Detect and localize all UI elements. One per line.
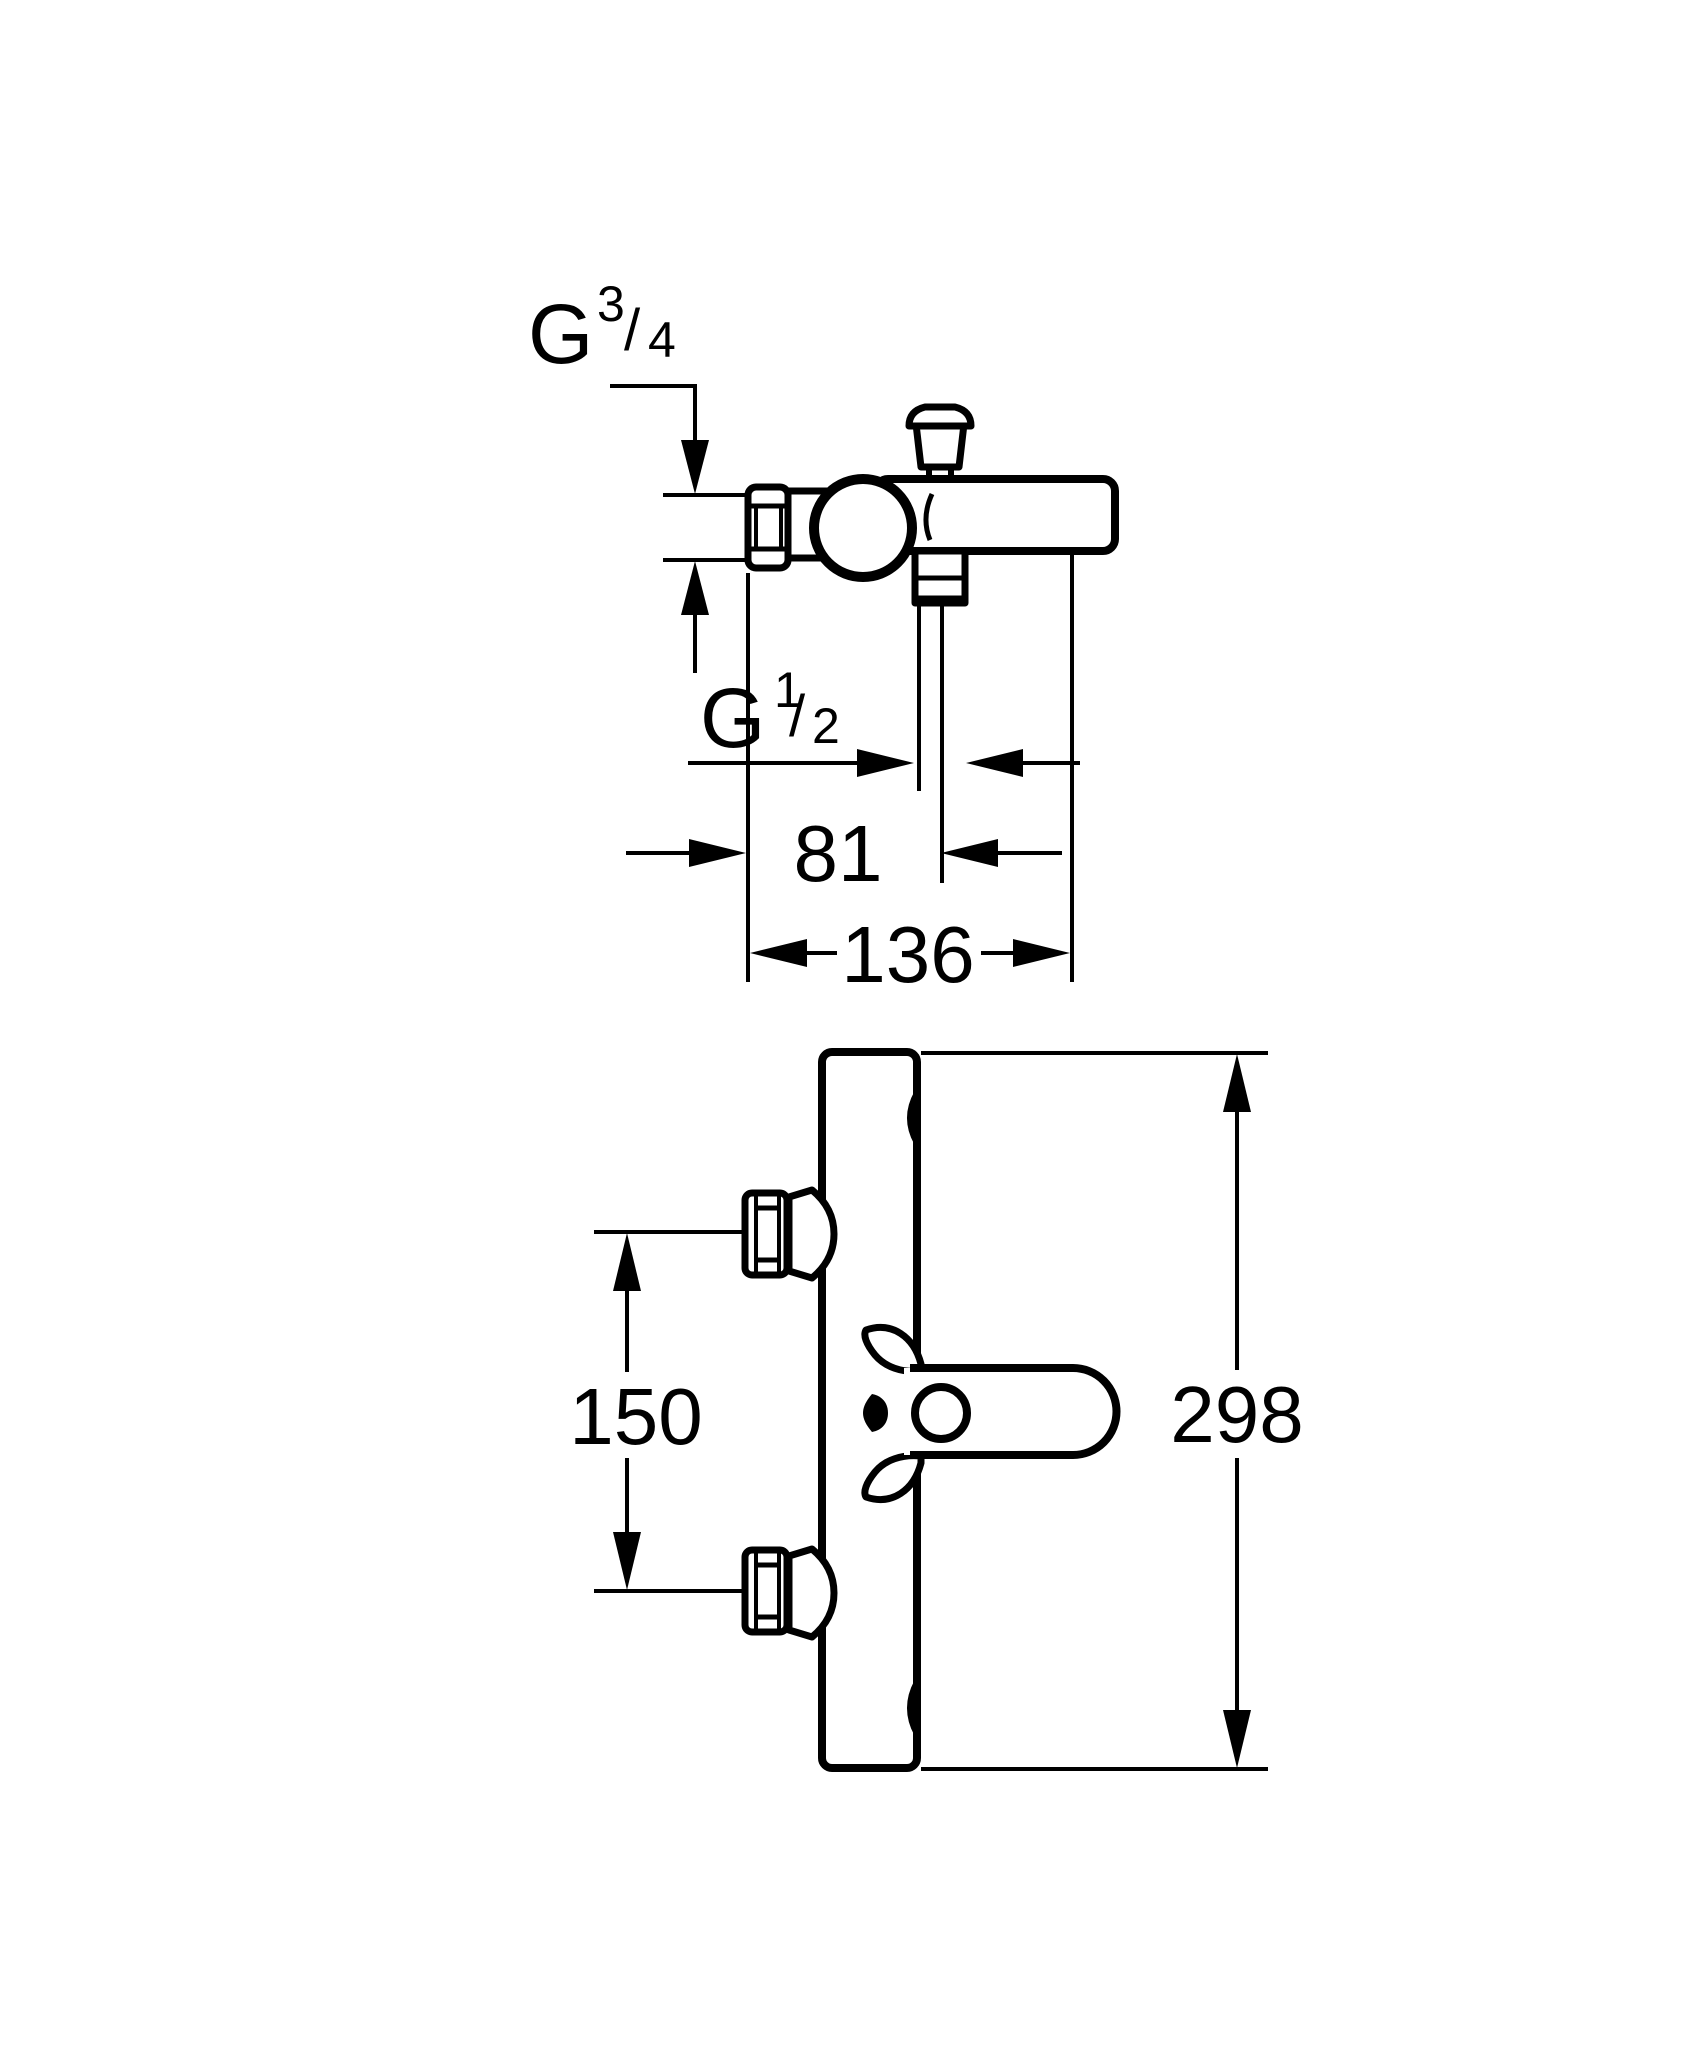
body-shadow-arc [923, 492, 935, 541]
handle-leaf-bottom [861, 1452, 925, 1504]
arrowhead-right [1013, 939, 1070, 967]
dim-136-label: 136 [841, 910, 974, 999]
arrowhead-right [689, 839, 746, 867]
arrowhead-right [857, 749, 914, 777]
front-view-drawing [741, 1048, 1121, 1772]
arrowhead-down [613, 1532, 641, 1590]
lower-inlet-flange [785, 1545, 838, 1641]
handle-loop-outline [910, 1364, 1121, 1459]
diverter-knob-cap [905, 403, 975, 430]
thread-g34-label: G 3 / 4 [528, 276, 676, 381]
g34-leader-line [610, 384, 697, 442]
body-mark-blob [863, 1394, 888, 1432]
dim-150-label: 150 [569, 1372, 702, 1461]
thread-g12-label: G 1 / 2 [700, 662, 840, 765]
dim-298-label: 298 [1170, 1370, 1303, 1459]
arrowhead-up [681, 561, 709, 615]
arrowhead-up [1223, 1054, 1251, 1112]
port-arc-bottom [907, 1680, 920, 1736]
thermostat-knob-circle [809, 474, 917, 582]
arrowhead-left [941, 839, 998, 867]
arrowhead-down [1223, 1710, 1251, 1768]
upper-inlet-flange [785, 1186, 838, 1282]
arrowhead-left [966, 749, 1023, 777]
top-view-dimensions: G 3 / 4 G 1 / 2 81 136 [528, 276, 1080, 999]
handle-leaf-top [861, 1323, 925, 1375]
arrowhead-down [681, 440, 709, 494]
arrowhead-left [750, 939, 807, 967]
dim-81-label: 81 [794, 809, 883, 898]
arrowhead-up [613, 1233, 641, 1291]
handle-hub-circle [911, 1383, 971, 1443]
diverter-knob-body [912, 420, 968, 471]
top-view-drawing [744, 403, 1119, 883]
front-view-dimensions: 150 298 [569, 1051, 1304, 1771]
port-arc-top [907, 1091, 920, 1145]
